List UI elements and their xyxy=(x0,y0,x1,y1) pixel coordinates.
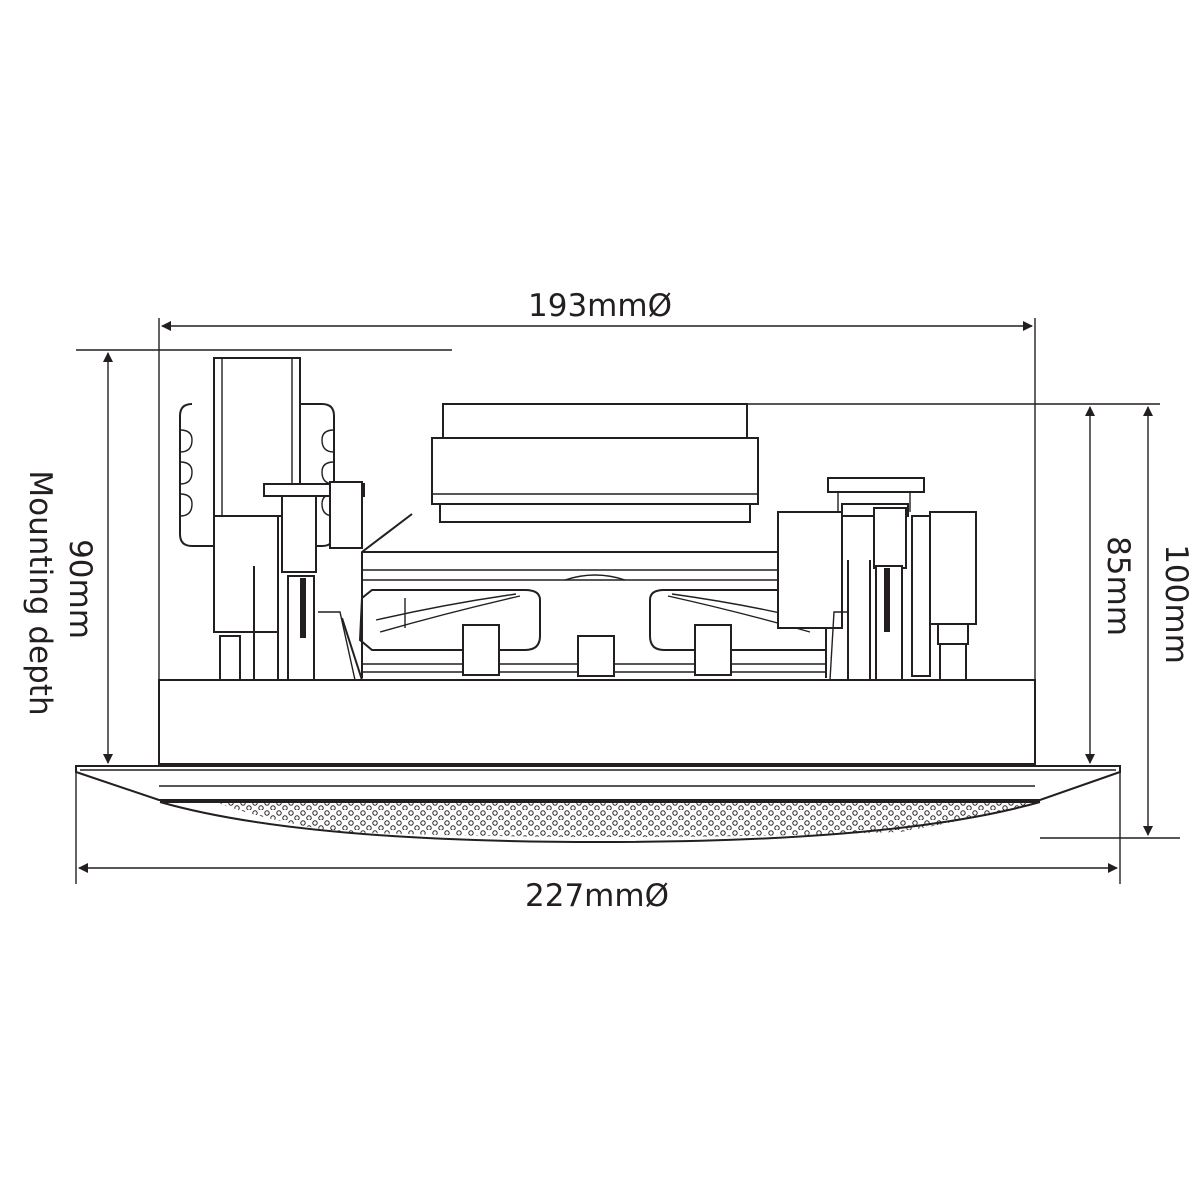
mounting-depth-value-label: 90mm xyxy=(62,539,98,639)
right-mounting-clamp xyxy=(777,477,977,681)
total-depth-label: 100mm xyxy=(1158,544,1194,664)
left-mounting-clamp xyxy=(179,357,365,681)
mounting-depth-text-label: Mounting depth xyxy=(22,470,58,715)
magnet-assembly xyxy=(431,403,1160,523)
bottom-width-label: 227mmØ xyxy=(525,878,669,914)
baffle-and-grille xyxy=(75,679,1121,844)
speaker-basket xyxy=(358,513,827,678)
dimension-lines xyxy=(75,318,1180,884)
speaker-drawing xyxy=(75,357,1160,844)
body-depth-label: 85mm xyxy=(1100,536,1136,636)
top-width-label: 193mmØ xyxy=(528,288,672,324)
